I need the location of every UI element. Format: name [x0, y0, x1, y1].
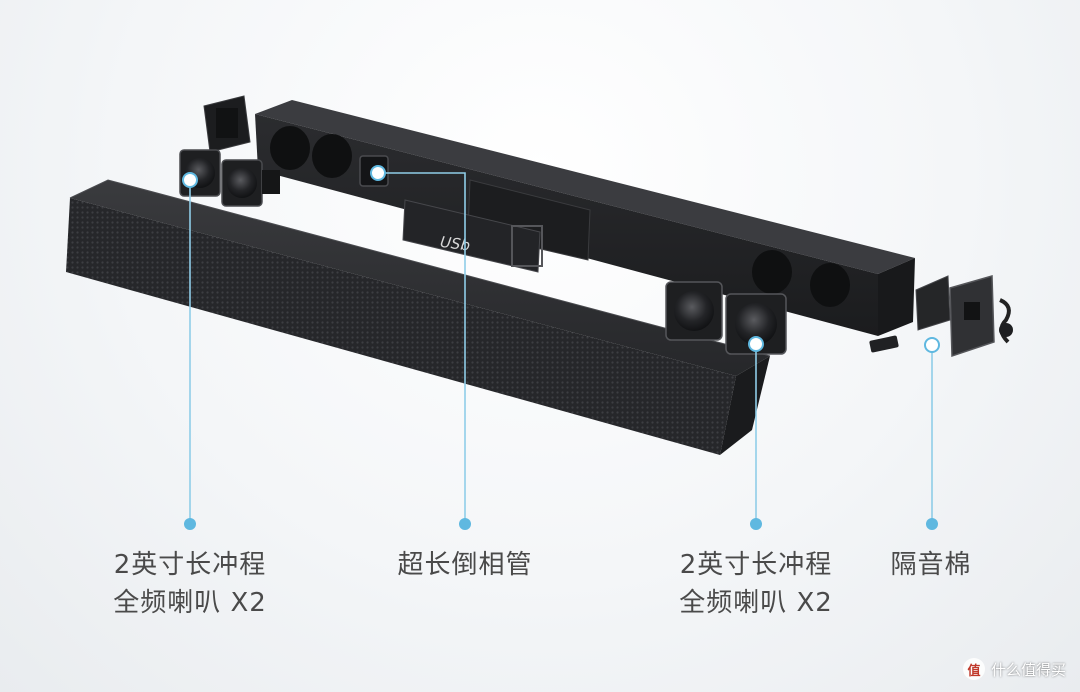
- circuit-board: USb: [402, 179, 591, 273]
- front-grille: [66, 179, 771, 455]
- callout-title: 2英寸长冲程: [679, 550, 833, 580]
- callout-lines: [182, 165, 940, 530]
- callout-subtitle: 全频喇叭 X2: [679, 588, 833, 618]
- callout-label-reflex-port: 超长倒相管: [360, 546, 570, 584]
- callout-label-left-speakers: 2英寸长冲程 全频喇叭 X2: [80, 546, 300, 622]
- callout-subtitle: 全频喇叭 X2: [113, 588, 267, 618]
- watermark-logo-icon: 值: [962, 658, 985, 680]
- board-label: USb: [439, 233, 471, 255]
- callout-label-foam: 隔音棉: [876, 546, 986, 584]
- right-end-parts: [869, 275, 1013, 358]
- callout-title: 超长倒相管: [397, 550, 533, 580]
- right-speaker-pair: [665, 281, 787, 355]
- callout-title: 2英寸长冲程: [113, 550, 267, 580]
- callout-title: 隔音棉: [890, 550, 972, 580]
- callout-label-right-speakers: 2英寸长冲程 全频喇叭 X2: [646, 546, 866, 622]
- watermark: 值 什么值得买: [962, 656, 1066, 682]
- watermark-text: 什么值得买: [990, 660, 1066, 679]
- left-end-cap: [203, 95, 251, 153]
